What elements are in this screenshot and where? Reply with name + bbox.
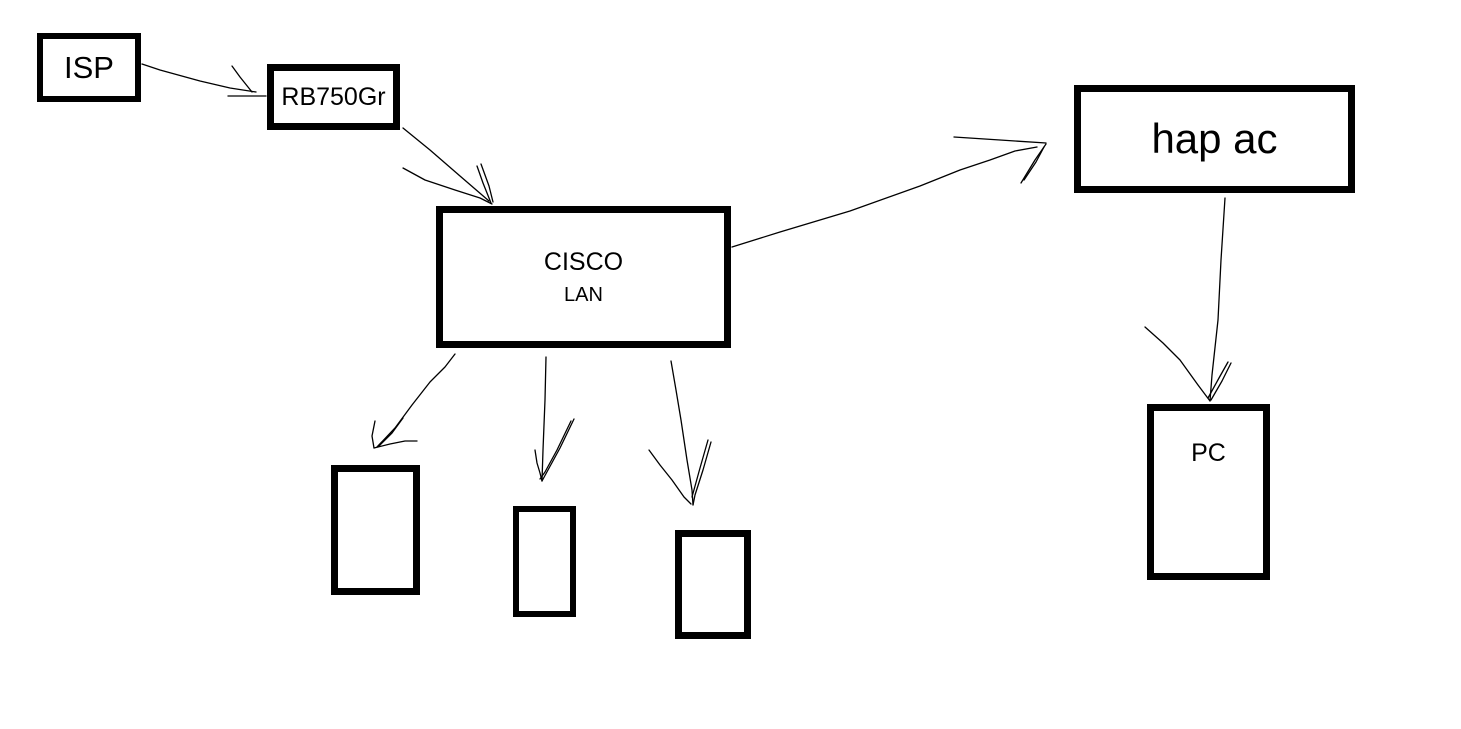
node-isp: ISP [37, 33, 141, 102]
node-rb750gr: RB750Gr [267, 64, 400, 130]
node-client-1 [331, 465, 420, 595]
node-client-2 [513, 506, 576, 617]
node-hap-ac-label: hap ac [1151, 115, 1278, 162]
node-cisco-lan: CISCO LAN [436, 206, 731, 348]
edge-cisco-to-client-3 [648, 360, 712, 506]
edge-cisco-to-client-2 [534, 356, 575, 482]
edge-cisco-to-client-1 [371, 353, 456, 449]
node-pc: PC [1147, 404, 1270, 580]
node-cisco-sublabel: LAN [564, 283, 603, 306]
edge-rb750gr-to-cisco [402, 127, 494, 205]
node-pc-label: PC [1191, 439, 1226, 467]
edge-cisco-to-hap-ac [731, 136, 1047, 248]
edge-hap-ac-to-pc [1144, 197, 1232, 402]
edge-isp-to-rb750gr [141, 63, 267, 97]
node-hap-ac: hap ac [1074, 85, 1355, 193]
node-rb750gr-label: RB750Gr [281, 82, 386, 111]
node-cisco-label: CISCO [543, 247, 624, 276]
node-isp-label: ISP [64, 49, 114, 85]
node-client-3 [675, 530, 751, 639]
